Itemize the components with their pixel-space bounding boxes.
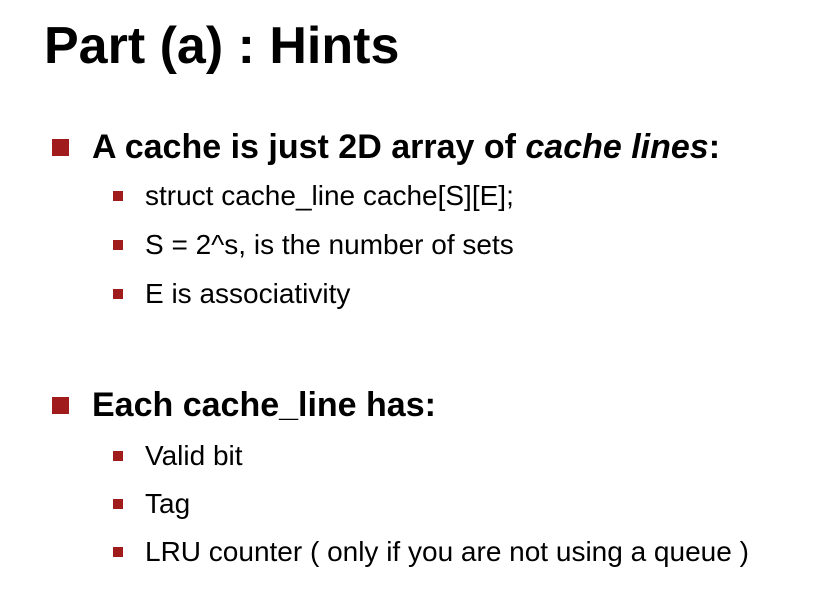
slide-title: Part (a) : Hints	[44, 17, 400, 75]
square-bullet-icon	[113, 547, 123, 557]
square-bullet-icon	[113, 451, 123, 461]
square-bullet-icon	[113, 240, 123, 250]
square-bullet-icon	[113, 289, 123, 299]
heading-prefix: A cache is just 2D array of	[92, 128, 526, 166]
heading-emphasis: cache lines	[525, 128, 709, 166]
square-bullet-icon	[52, 139, 69, 156]
list-item-text: Tag	[145, 488, 191, 519]
square-bullet-icon	[113, 191, 123, 201]
list-item-text: struct cache_line cache[S][E];	[145, 180, 514, 211]
section-heading-text: Each cache_line has:	[92, 386, 436, 424]
list-item-text: S = 2^s, is the number of sets	[145, 229, 514, 260]
heading-suffix: :	[708, 128, 721, 166]
list-item-text: E is associativity	[145, 278, 351, 309]
section-heading-text: A cache is just 2D array of cache lines:	[92, 127, 720, 167]
list-item-text: Valid bit	[145, 440, 243, 471]
list-item-text: LRU counter ( only if you are not using …	[145, 536, 749, 567]
square-bullet-icon	[113, 499, 123, 509]
square-bullet-icon	[52, 397, 69, 414]
